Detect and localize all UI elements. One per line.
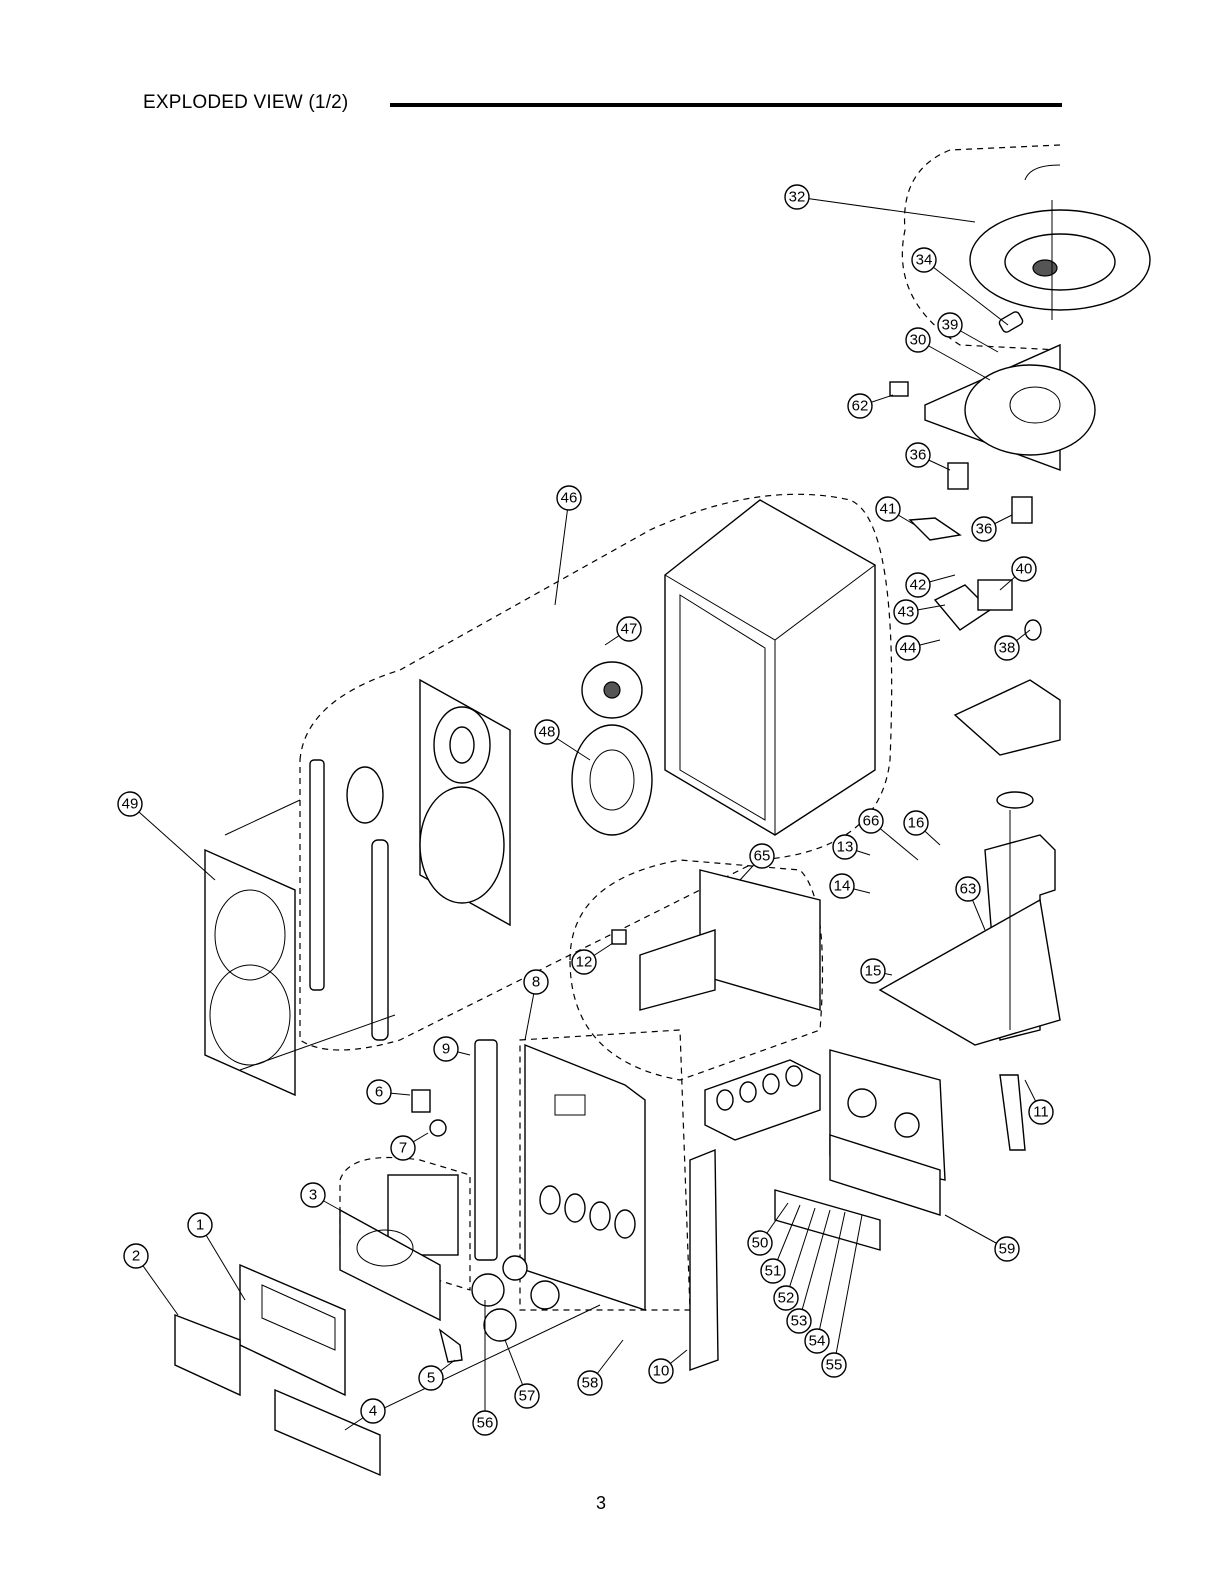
callout-label: 34 bbox=[916, 252, 933, 269]
callout-4: 4 bbox=[345, 1399, 385, 1430]
callout-49: 49 bbox=[118, 792, 215, 880]
callout-label: 48 bbox=[539, 724, 556, 741]
callout-50: 50 bbox=[748, 1203, 788, 1255]
callout-label: 55 bbox=[826, 1357, 843, 1374]
callout-38: 38 bbox=[995, 630, 1030, 660]
callout-label: 1 bbox=[196, 1217, 204, 1234]
callout-62: 62 bbox=[848, 394, 893, 418]
callout-label: 62 bbox=[852, 398, 869, 415]
callout-3: 3 bbox=[301, 1183, 340, 1210]
callout-16: 16 bbox=[904, 811, 940, 845]
callout-6: 6 bbox=[367, 1080, 410, 1104]
callout-label: 56 bbox=[477, 1415, 494, 1432]
callout-label: 14 bbox=[834, 878, 851, 895]
callout-label: 7 bbox=[399, 1140, 407, 1157]
callout-label: 39 bbox=[942, 317, 959, 334]
callout-label: 66 bbox=[863, 813, 880, 830]
callout-label: 52 bbox=[778, 1290, 795, 1307]
speaker-assembly bbox=[205, 494, 892, 1095]
callout-11: 11 bbox=[1025, 1080, 1053, 1124]
callout-14: 14 bbox=[830, 874, 870, 898]
callout-36: 36 bbox=[972, 515, 1012, 541]
callout-label: 16 bbox=[908, 815, 925, 832]
callout-label: 8 bbox=[532, 974, 540, 991]
callout-label: 32 bbox=[789, 189, 806, 206]
leader-line bbox=[200, 1225, 245, 1300]
callout-label: 43 bbox=[898, 604, 915, 621]
callout-label: 30 bbox=[910, 332, 927, 349]
callout-label: 46 bbox=[561, 490, 578, 507]
callout-label: 41 bbox=[880, 501, 897, 518]
callout-13: 13 bbox=[833, 835, 870, 859]
callout-2: 2 bbox=[124, 1244, 178, 1315]
callout-label: 9 bbox=[442, 1041, 450, 1058]
callout-label: 3 bbox=[309, 1187, 317, 1204]
leader-line bbox=[130, 804, 215, 880]
callout-label: 65 bbox=[754, 848, 771, 865]
callout-36: 36 bbox=[906, 443, 950, 470]
callout-label: 12 bbox=[576, 954, 593, 971]
callout-10: 10 bbox=[649, 1350, 687, 1383]
callout-1: 1 bbox=[188, 1213, 245, 1300]
callout-44: 44 bbox=[896, 636, 940, 660]
callout-label: 40 bbox=[1016, 561, 1033, 578]
callout-5: 5 bbox=[419, 1360, 455, 1390]
callout-label: 4 bbox=[369, 1403, 377, 1420]
callout-label: 36 bbox=[976, 521, 993, 538]
callout-label: 2 bbox=[132, 1248, 140, 1265]
callout-41: 41 bbox=[876, 497, 915, 525]
callout-label: 5 bbox=[427, 1370, 435, 1387]
callout-65: 65 bbox=[740, 844, 774, 880]
callout-46: 46 bbox=[555, 486, 581, 605]
callout-label: 10 bbox=[653, 1363, 670, 1380]
callout-57: 57 bbox=[505, 1340, 539, 1408]
callout-58: 58 bbox=[578, 1340, 623, 1395]
callout-59: 59 bbox=[945, 1215, 1019, 1261]
leader-line bbox=[555, 498, 569, 605]
callout-40: 40 bbox=[1000, 557, 1036, 590]
callout-32: 32 bbox=[785, 185, 975, 222]
callout-label: 36 bbox=[910, 447, 927, 464]
leader-line bbox=[797, 197, 975, 222]
callout-15: 15 bbox=[861, 959, 892, 983]
callout-7: 7 bbox=[391, 1133, 428, 1160]
callout-label: 59 bbox=[999, 1241, 1016, 1258]
callout-label: 53 bbox=[791, 1313, 808, 1330]
callout-label: 58 bbox=[582, 1375, 599, 1392]
callout-label: 44 bbox=[900, 640, 917, 657]
callout-label: 54 bbox=[809, 1333, 826, 1350]
callout-63: 63 bbox=[956, 877, 985, 930]
callout-label: 50 bbox=[752, 1235, 769, 1252]
callout-9: 9 bbox=[434, 1037, 470, 1061]
callout-8: 8 bbox=[524, 970, 548, 1040]
page-number: 3 bbox=[596, 1493, 606, 1514]
callout-label: 11 bbox=[1033, 1104, 1049, 1121]
callout-12: 12 bbox=[572, 943, 613, 974]
callout-47: 47 bbox=[605, 617, 641, 645]
callout-label: 47 bbox=[621, 621, 638, 638]
callout-label: 42 bbox=[910, 577, 927, 594]
callout-label: 6 bbox=[375, 1084, 383, 1101]
callout-label: 15 bbox=[865, 963, 882, 980]
callout-label: 13 bbox=[837, 839, 854, 856]
callout-label: 38 bbox=[999, 640, 1016, 657]
callout-label: 63 bbox=[960, 881, 977, 898]
callout-label: 49 bbox=[122, 796, 139, 813]
callout-label: 51 bbox=[765, 1263, 782, 1280]
callout-label: 57 bbox=[519, 1388, 536, 1405]
